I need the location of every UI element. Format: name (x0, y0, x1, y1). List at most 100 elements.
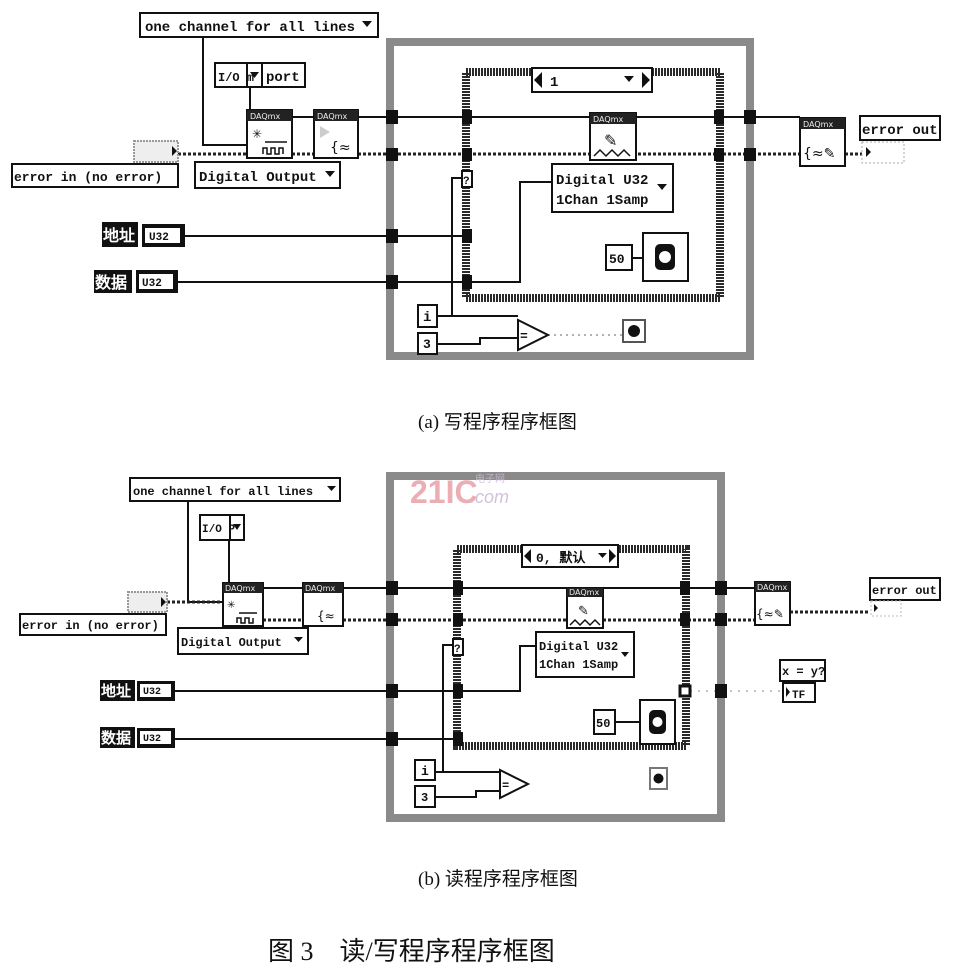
task-wave-icon: {≈ (330, 140, 351, 156)
stop-icon (653, 773, 664, 784)
svg-text:电子网: 电子网 (475, 472, 505, 485)
svg-text:地址: 地址 (103, 226, 135, 245)
address-control[interactable]: 地址 U32 (100, 680, 175, 701)
svg-text:Digital Output: Digital Output (181, 636, 282, 650)
wire-channel-mode (202, 37, 247, 146)
daqmx-create-channel-node[interactable]: DAQmx ✳ (222, 582, 264, 627)
svg-text:3: 3 (421, 791, 428, 805)
tunnels (386, 110, 756, 289)
error-in-control[interactable] (127, 591, 168, 613)
constant-three[interactable]: 3 (417, 332, 438, 355)
spark-icon: ✳ (252, 127, 262, 141)
digital-waveform-icon (262, 141, 287, 155)
while-loop[interactable] (386, 472, 725, 822)
error-out-label: error out (859, 115, 941, 141)
bool-indicator[interactable]: TF (782, 682, 816, 703)
svg-text:i: i (423, 310, 431, 326)
wait-constant[interactable]: 50 (593, 709, 616, 735)
svg-text:error in (no error): error in (no error) (22, 619, 159, 633)
svg-text:error out: error out (872, 584, 937, 598)
chevron-down-icon (621, 652, 629, 657)
write-mode-selector[interactable]: Digital U32 1Chan 1Samp (551, 163, 674, 213)
daqmx-read-node[interactable]: DAQmx ✎ (566, 587, 604, 629)
svg-text:x = y?: x = y? (782, 665, 825, 679)
svg-text:I/O m: I/O m (218, 71, 254, 85)
daqmx-start-task-node[interactable]: DAQmx {≈ (313, 109, 359, 159)
svg-text:Digital U32: Digital U32 (556, 173, 648, 189)
channel-mode-ring[interactable]: one channel for all lines (139, 12, 379, 38)
case-selector-terminal: ? (452, 638, 464, 656)
loop-condition-stop[interactable] (649, 767, 668, 790)
equal-comparator[interactable]: = (499, 768, 531, 800)
case-selector[interactable]: 1 (531, 67, 653, 93)
chevron-down-icon (250, 72, 259, 78)
error-in-label: error in (no error) (11, 163, 179, 188)
data-control[interactable]: 数据 U32 (100, 727, 175, 748)
svg-text:TF: TF (792, 690, 805, 702)
chevron-down-icon (325, 171, 335, 177)
wait-constant[interactable]: 50 (605, 244, 633, 271)
svg-text:i: i (421, 764, 429, 779)
chevron-down-icon (598, 553, 607, 558)
svg-text:DAQmx: DAQmx (317, 112, 347, 121)
svg-text:地址: 地址 (101, 682, 131, 700)
daqmx-start-task-node[interactable]: DAQmx {≈ (302, 582, 344, 627)
panel-a-write-diagram: 1 ? one channel for all lines I/O m port… (11, 12, 941, 433)
daqmx-clear-task-node[interactable]: DAQmx {≈✎ (754, 581, 791, 626)
channel-mode-ring[interactable]: one channel for all lines (129, 477, 341, 502)
pencil-icon: ✎ (578, 604, 589, 619)
svg-text:U32: U32 (149, 232, 169, 244)
svg-text:error in (no error): error in (no error) (14, 170, 162, 185)
svg-text:=: = (502, 779, 509, 793)
svg-text:.com: .com (470, 487, 509, 507)
data-control[interactable]: 数据 U32 (94, 270, 178, 293)
read-mode-selector[interactable]: Digital U32 1Chan 1Samp (535, 631, 635, 678)
svg-text:DAQmx: DAQmx (803, 120, 833, 129)
wait-ms-node[interactable] (639, 699, 676, 745)
daqmx-create-channel-node[interactable]: DAQmx ✳ (246, 109, 293, 159)
loop-condition-stop[interactable] (622, 319, 646, 343)
pencil-icon: ✎ (604, 131, 617, 150)
error-out-indicator[interactable] (870, 600, 902, 617)
case-selector[interactable]: 0, 默认 (521, 544, 619, 568)
error-in-control[interactable] (133, 140, 179, 163)
error-in-label: error in (no error) (19, 613, 167, 636)
io-port-constant[interactable]: I/O m port (214, 62, 306, 88)
figure-title: 图 3 读/写程序程序框图 (268, 937, 555, 966)
caption-b: (b) 读程序程序框图 (418, 868, 578, 890)
constant-three[interactable]: 3 (414, 785, 436, 808)
svg-text:DAQmx: DAQmx (593, 115, 623, 124)
error-out-indicator[interactable] (861, 141, 905, 164)
wave-icon (593, 148, 631, 158)
daqmx-clear-task-node[interactable]: DAQmx {≈✎ (799, 117, 846, 167)
eraser-icon: {≈✎ (756, 607, 784, 621)
svg-text:3: 3 (423, 337, 431, 352)
wire-iteration (435, 644, 500, 798)
iteration-terminal: i (414, 759, 436, 781)
task-type-ring[interactable]: Digital Output (177, 627, 309, 655)
task-type-ring[interactable]: Digital Output (194, 161, 341, 189)
case-selector-terminal: ? (461, 170, 473, 188)
svg-text:U32: U32 (143, 687, 161, 698)
io-port-constant[interactable]: I/O P (199, 514, 245, 541)
daqmx-write-node[interactable]: DAQmx ✎ (589, 112, 637, 161)
svg-text:50: 50 (596, 717, 610, 731)
svg-text:?: ? (463, 176, 470, 188)
svg-text:port: port (266, 70, 300, 86)
svg-text:DAQmx: DAQmx (250, 112, 280, 121)
address-control[interactable]: 地址 U32 (102, 222, 185, 247)
digital-waveform-icon (236, 612, 257, 624)
task-wave-icon: {≈ (317, 609, 335, 623)
tunnels (386, 581, 727, 746)
svg-text:数据: 数据 (101, 729, 131, 747)
svg-text:50: 50 (609, 252, 625, 267)
chevron-down-icon (624, 76, 634, 82)
equal-comparator[interactable]: = (517, 318, 551, 352)
while-loop[interactable] (386, 38, 754, 360)
svg-text:1Chan 1Samp: 1Chan 1Samp (539, 658, 618, 672)
compare-out-label: x = y? (779, 659, 826, 682)
wait-ms-node[interactable] (642, 232, 689, 282)
eraser-icon: {≈✎ (803, 146, 835, 162)
